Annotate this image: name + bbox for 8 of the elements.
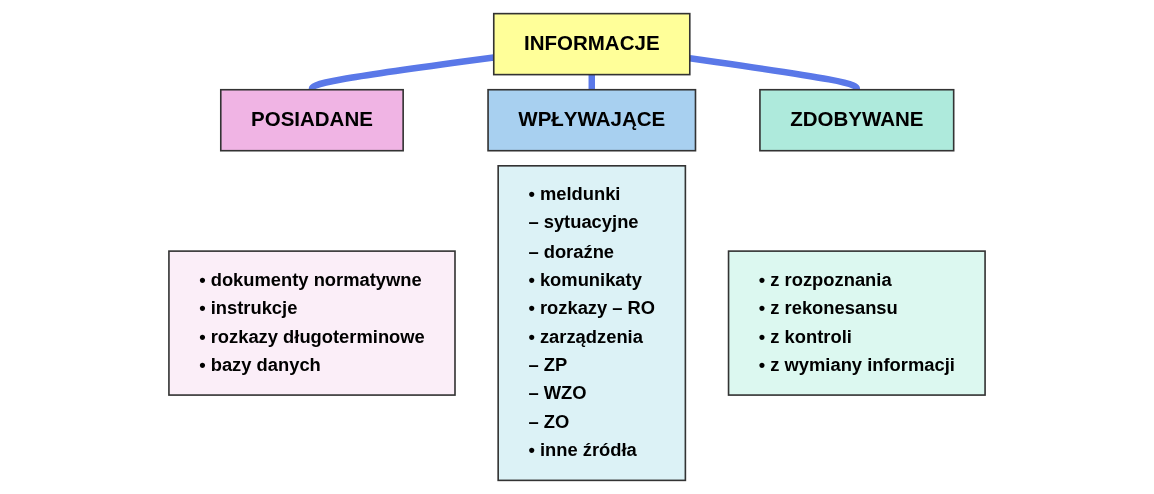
node-box: • dokumenty normatywne • instrukcje • rozkazy długoterminowe • bazy danych bbox=[168, 250, 456, 396]
node-box: • meldunki – sytuacyjne – doraźne • komunikaty • rozkazy – RO • zarządzenia – ZP – WZO – ZO • inne źródła bbox=[497, 165, 687, 482]
node-box: ZDOBYWANE bbox=[759, 88, 955, 152]
node-box: • z rozpoznania • z rekonesansu • z kontroli • z wymiany informacji bbox=[727, 250, 986, 396]
connector bbox=[308, 54, 495, 92]
node-box: INFORMACJE bbox=[492, 12, 691, 76]
node-box: WPŁYWAJĄCE bbox=[487, 88, 697, 152]
node-box: POSIADANE bbox=[219, 88, 404, 152]
